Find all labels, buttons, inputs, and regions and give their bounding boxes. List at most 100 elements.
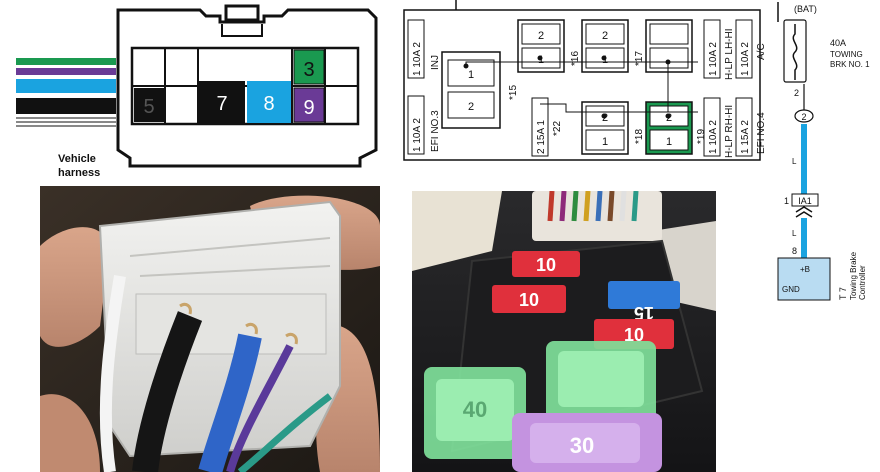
towing-brake-circuit-diagram: (BAT) 40A TOWING BRK NO. 1 2 2 L 1 IA1 L… (777, 2, 870, 301)
fuse-efi-no4-label: EFI NO.4 (756, 112, 767, 154)
cavity-number-5: 5 (143, 96, 154, 118)
splice-name: IA1 (798, 196, 812, 206)
relay-17: 2 1 *17 (581, 19, 645, 73)
splice-ia1-box (791, 193, 819, 207)
harness-caption-line2: harness (58, 167, 100, 179)
wire-black-photo (132, 311, 203, 472)
mini-fuse-10a-1: 10 (512, 251, 580, 277)
wire-blue-lower (801, 218, 807, 258)
cavity-3: 3 (293, 49, 325, 85)
jcase-fuse-green-2 (546, 341, 656, 421)
fuse-inj-rating: 10A (412, 50, 423, 68)
svg-text:1 10A 2: 1 10A 2 (412, 118, 423, 152)
relay-19-id: *19 (696, 129, 707, 144)
svg-text:1 10A 2: 1 10A 2 (740, 42, 751, 76)
svg-text:15: 15 (634, 303, 654, 323)
module-plus-b: +B (800, 265, 810, 274)
wire-blue-photo (198, 333, 262, 472)
fuse-name-line2: BRK NO. 1 (830, 60, 870, 69)
fuse-efi-no4-rating: 15A (740, 128, 751, 146)
fuse-efi-no4: 1 15A 2 EFI NO.4 (735, 97, 767, 157)
fuse-efi-no3-label: EFI NO.3 (430, 110, 441, 152)
cavity-number-8: 8 (263, 93, 274, 115)
svg-text:40: 40 (463, 397, 487, 422)
finger-left (40, 227, 110, 347)
fuse-22-rating: 15A (536, 128, 547, 146)
fuse-inj-label: INJ (430, 55, 441, 70)
mini-fuse-10a-2: 10 (492, 285, 566, 313)
cavity-number-3: 3 (303, 59, 314, 81)
photo-fuse-box: 10 10 15 10 40 30 (412, 191, 716, 472)
cavity-8: 8 (247, 81, 291, 123)
module-name-line1: Towing Brake (849, 251, 858, 300)
fuse-hlp-rh-hi-label: H-LP RH-HI (724, 105, 735, 158)
fuse-hlp-lh-hi-label: H-LP LH-HI (724, 29, 735, 81)
relay-15: 1 2 *15 (441, 51, 519, 129)
splice-pin: 1 (784, 196, 789, 206)
relay-18: 2 1 *18 (581, 101, 645, 155)
fuse-rating-40a: 40A (830, 38, 846, 48)
relay-top-right (645, 19, 693, 73)
fuse-block-layout-diagram: 1 10A 2 INJ 1 10A 2 EFI NO.3 1 2 *15 2 1… (403, 0, 767, 161)
wire-green (16, 58, 116, 65)
towing-brake-controller-box (777, 257, 831, 301)
fuse-efi-no3-rating: 10A (412, 126, 423, 144)
svg-text:2: 2 (602, 30, 608, 42)
wire-black (16, 98, 116, 114)
fuse-hlp-lh-hi-rating: 10A (708, 50, 719, 68)
fuse-22: 2 15A 1 *22 (531, 97, 563, 157)
fuse-22-id: *22 (552, 121, 563, 136)
relay-17-id: *17 (634, 51, 645, 66)
cavity-number-9: 9 (303, 97, 314, 119)
relay-18-id: *18 (634, 129, 645, 144)
svg-text:2 15A 1: 2 15A 1 (536, 120, 547, 154)
module-id: T 7 (838, 287, 848, 300)
cavity-number-7: 7 (216, 93, 227, 115)
fuse-pin-top: 2 (794, 88, 799, 98)
module-name-line2: Controller (858, 265, 867, 300)
fuse-hlp-lh-hi: 1 10A 2 H-LP LH-HI (703, 19, 735, 81)
finger-bottom (40, 394, 100, 472)
fuse-a-c-label: A/C (756, 43, 767, 60)
fuse-efi-no3: 1 10A 2 EFI NO.3 (407, 95, 441, 155)
connector-latch (224, 4, 260, 22)
fuse-a-c: 1 10A 2 A/C (735, 19, 767, 79)
wire-blue (16, 79, 116, 93)
cavity-9: 9 (293, 87, 325, 123)
fuse-hlp-rh-hi-rating: 10A (708, 128, 719, 146)
module-gnd: GND (782, 285, 800, 294)
harness-caption-line1: Vehicle (58, 153, 96, 165)
svg-text:30: 30 (570, 433, 594, 458)
jcase-fuse-30a: 30 (512, 413, 662, 472)
fuse-name-line1: TOWING (830, 50, 863, 59)
connector-pinout-diagram: 3 5 7 8 9 Vehicle harness (16, 4, 378, 179)
bat-source-label: (BAT) (794, 4, 817, 14)
svg-text:1: 1 (468, 69, 474, 81)
wire-color-label-1: L (792, 157, 797, 166)
svg-text:1: 1 (666, 136, 672, 148)
svg-text:1 10A 2: 1 10A 2 (412, 42, 423, 76)
relay-16-id: *16 (570, 51, 581, 66)
fuse-a-c-rating: 10A (740, 50, 751, 68)
svg-text:1 15A 2: 1 15A 2 (740, 120, 751, 154)
wire-purple (16, 68, 116, 75)
cavity-5: 5 (134, 88, 164, 122)
wire-purple-photo (226, 344, 294, 472)
photo-connector-with-wires (40, 186, 380, 472)
svg-text:2: 2 (468, 101, 474, 113)
svg-text:1 10A 2: 1 10A 2 (708, 120, 719, 154)
wire-bundle-top (547, 191, 639, 222)
wire-color-label-2: L (792, 229, 797, 238)
internal-wiring (463, 55, 698, 119)
relay-16: 2 1 *16 (517, 19, 581, 73)
wire-green-photo (237, 393, 333, 472)
junction-connector (794, 109, 814, 123)
jcase-fuse-40a: 40 (424, 367, 526, 459)
wire-blue-upper (801, 124, 807, 196)
svg-text:10: 10 (624, 325, 644, 345)
module-pin-8: 8 (792, 246, 797, 256)
svg-text:10: 10 (519, 290, 539, 310)
wire-white-photo (99, 275, 126, 472)
relay-15-id: *15 (508, 85, 519, 100)
harness-wires (16, 58, 116, 127)
